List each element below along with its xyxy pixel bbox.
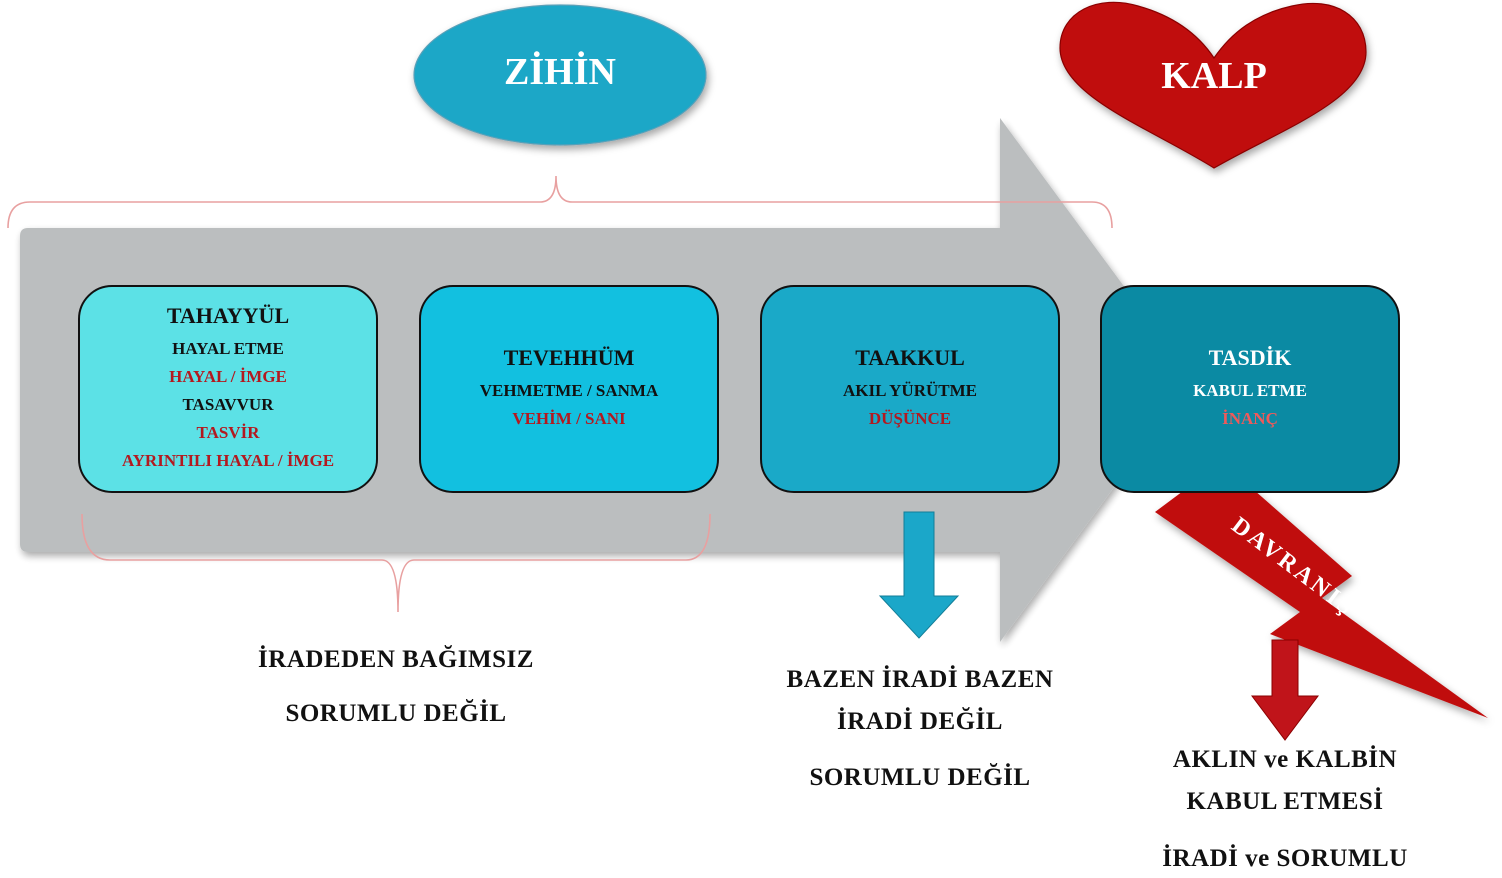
independent-range-bracket (81, 513, 711, 613)
stage-line: İNANÇ (1222, 409, 1278, 428)
stage-tevehhum-box: TEVEHHÜM VEHMETME / SANMA VEHİM / SANI (419, 285, 719, 493)
stage-tahayyul-box: TAHAYYÜL HAYAL ETME HAYAL / İMGE TASAVVU… (78, 285, 378, 493)
stage-line: AKIL YÜRÜTME (843, 381, 977, 400)
heart-icon (1059, 1, 1367, 169)
accept-caption-line1: AKLIN ve KALBİN (1172, 746, 1398, 773)
independent-caption-line1: İRADEDEN BAĞIMSIZ (258, 646, 534, 673)
stage-title: TAHAYYÜL (166, 303, 290, 328)
stage-line: KABUL ETME (1193, 381, 1307, 400)
stage-title: TAAKKUL (855, 345, 965, 370)
down-arrow-blue (878, 511, 960, 639)
stage-line: DÜŞÜNCE (868, 409, 952, 428)
stage-taakkul-box: TAAKKUL AKIL YÜRÜTME DÜŞÜNCE (760, 285, 1060, 493)
mind-ellipse (413, 4, 707, 146)
sometimes-caption-line1: BAZEN İRADİ BAZEN (786, 666, 1054, 693)
behavior-bolt (1155, 462, 1488, 718)
accept-caption-line3: İRADİ ve SORUMLU (1162, 845, 1408, 872)
stage-title: TEVEHHÜM (503, 345, 635, 370)
stage-line: AYRINTILI HAYAL / İMGE (121, 451, 335, 470)
stage-title: TASDİK (1208, 345, 1292, 370)
stage-line: TASVİR (196, 423, 260, 442)
stage-line: VEHMETME / SANMA (479, 381, 659, 400)
independent-caption-line2: SORUMLU DEĞİL (285, 700, 507, 727)
accept-caption-line2: KABUL ETMESİ (1186, 788, 1384, 815)
down-arrow-red (1251, 639, 1319, 741)
stage-line: HAYAL ETME (172, 339, 284, 358)
mind-range-bracket (7, 175, 1113, 229)
stage-line: TASAVVUR (182, 395, 274, 414)
stage-line: VEHİM / SANI (512, 409, 626, 428)
stage-line: HAYAL / İMGE (169, 367, 287, 386)
heart-label: KALP (1161, 55, 1267, 97)
sometimes-caption-line2: İRADİ DEĞİL (837, 708, 1003, 735)
stage-tasdik-box: TASDİK KABUL ETME İNANÇ (1100, 285, 1400, 493)
sometimes-caption-line3: SORUMLU DEĞİL (809, 764, 1031, 791)
mind-label: ZİHİN (504, 51, 616, 93)
